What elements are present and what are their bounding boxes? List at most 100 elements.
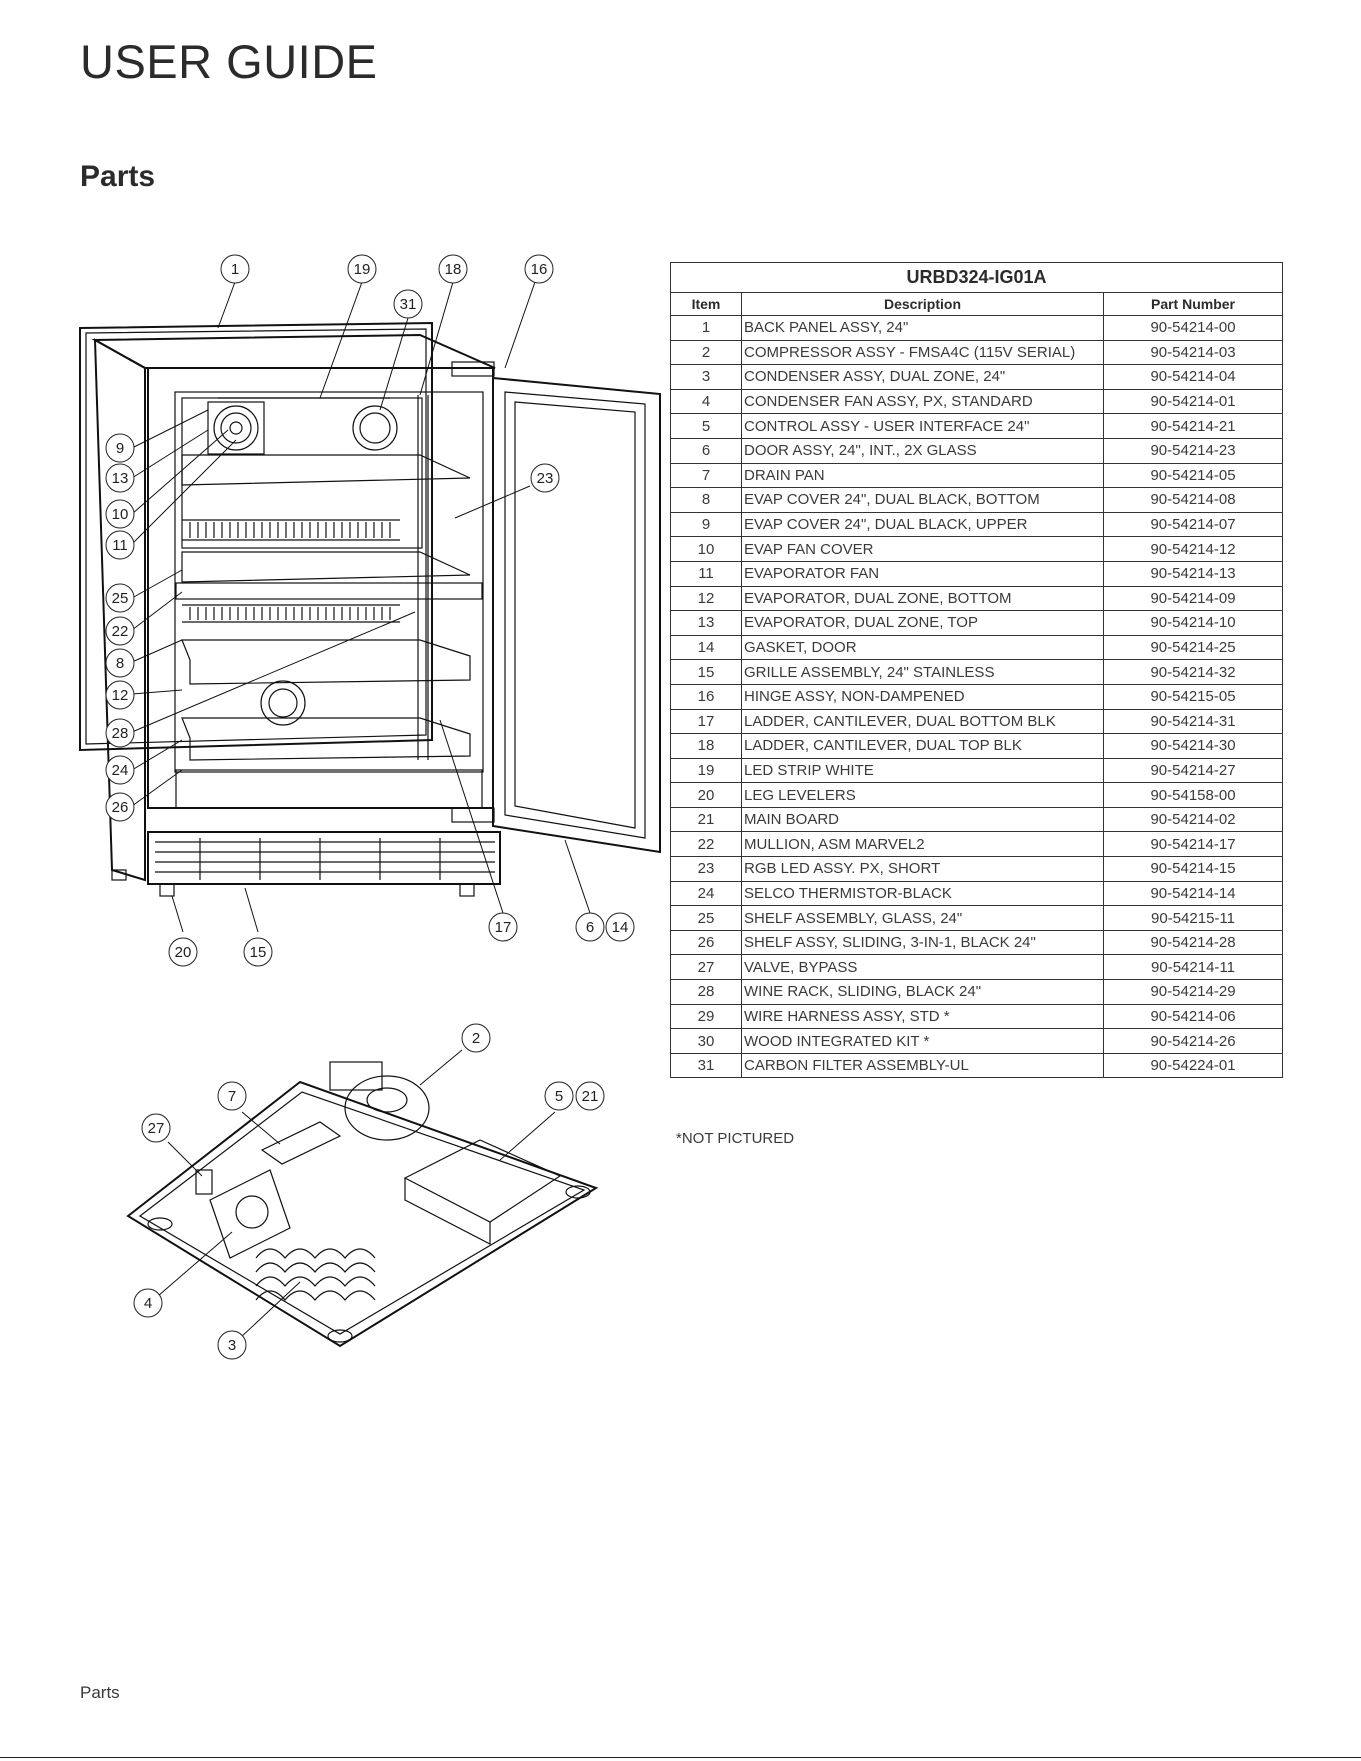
cell-item: 15 xyxy=(670,659,742,685)
cell-item: 29 xyxy=(670,1003,742,1030)
not-pictured-note: *NOT PICTURED xyxy=(676,1130,795,1147)
callout-13: 13 xyxy=(105,463,135,493)
cell-item: 1 xyxy=(670,315,742,341)
cell-description: CARBON FILTER ASSEMBLY-UL xyxy=(741,1052,1104,1079)
parts-table-container: URBD324-IG01A Item Description Part Numb… xyxy=(669,262,1284,1079)
cell-part-number: 90-54214-00 xyxy=(1102,315,1284,341)
condenser-coil-shape xyxy=(255,1248,376,1301)
cell-part-number: 90-54214-21 xyxy=(1102,413,1284,439)
svg-text:25: 25 xyxy=(112,590,129,607)
cell-item: 9 xyxy=(670,511,742,538)
cell-description: CONTROL ASSY - USER INTERFACE 24" xyxy=(741,413,1104,439)
cell-description: COMPRESSOR ASSY - FMSA4C (115V SERIAL) xyxy=(741,339,1104,366)
cell-part-number: 90-54214-26 xyxy=(1102,1028,1284,1054)
cell-item: 6 xyxy=(670,437,742,464)
cell-description: CONDENSER FAN ASSY, PX, STANDARD xyxy=(741,388,1104,415)
callout-14: 14 xyxy=(605,912,635,942)
cell-item: 16 xyxy=(670,683,742,710)
callout-23: 23 xyxy=(530,463,560,493)
cell-description: WINE RACK, SLIDING, BLACK 24" xyxy=(741,979,1104,1005)
svg-text:10: 10 xyxy=(112,506,129,523)
callout-17: 17 xyxy=(488,912,518,942)
callout-27: 27 xyxy=(141,1113,171,1143)
cell-description: MAIN BOARD xyxy=(741,806,1104,833)
callout-25: 25 xyxy=(105,583,135,613)
parts-table: URBD324-IG01A Item Description Part Numb… xyxy=(669,262,1284,1079)
callout-20: 20 xyxy=(168,937,198,967)
cell-description: EVAPORATOR, DUAL ZONE, TOP xyxy=(741,610,1104,636)
cell-item: 13 xyxy=(670,610,742,636)
header-item: Item xyxy=(670,292,742,316)
cell-part-number: 90-54214-30 xyxy=(1102,733,1284,759)
cell-part-number: 90-54214-07 xyxy=(1102,511,1284,538)
svg-text:9: 9 xyxy=(116,440,124,457)
cell-item: 18 xyxy=(670,733,742,759)
cell-description: VALVE, BYPASS xyxy=(741,954,1104,981)
model-number: URBD324-IG01A xyxy=(669,262,1284,293)
drain-pan-shape xyxy=(260,1121,342,1165)
leg-left-shape xyxy=(159,883,175,897)
header-description: Description xyxy=(741,292,1104,316)
upper-leader-lines xyxy=(131,281,591,933)
svg-text:31: 31 xyxy=(400,296,417,313)
callout-2: 2 xyxy=(461,1023,491,1053)
cell-part-number: 90-54214-23 xyxy=(1102,437,1284,464)
cell-part-number: 90-54215-11 xyxy=(1102,905,1284,931)
cell-part-number: 90-54214-11 xyxy=(1102,954,1284,981)
cell-part-number: 90-54214-15 xyxy=(1102,856,1284,882)
svg-text:11: 11 xyxy=(112,537,128,554)
cell-description: HINGE ASSY, NON-DAMPENED xyxy=(741,683,1104,710)
cell-item: 2 xyxy=(670,339,742,366)
svg-text:13: 13 xyxy=(112,470,129,487)
cell-part-number: 90-54214-14 xyxy=(1102,880,1284,907)
svg-text:3: 3 xyxy=(228,1337,236,1354)
svg-text:4: 4 xyxy=(144,1295,152,1312)
cell-description: EVAP COVER 24", DUAL BLACK, UPPER xyxy=(741,511,1104,538)
cell-item: 3 xyxy=(670,364,742,390)
svg-text:2: 2 xyxy=(472,1030,480,1047)
callout-26: 26 xyxy=(105,792,135,822)
cell-description: LED STRIP WHITE xyxy=(741,757,1104,784)
cell-part-number: 90-54214-28 xyxy=(1102,929,1284,956)
svg-text:21: 21 xyxy=(582,1088,599,1105)
cell-part-number: 90-54214-13 xyxy=(1102,560,1284,587)
callout-15: 15 xyxy=(243,937,273,967)
cell-description: DRAIN PAN xyxy=(741,462,1104,489)
svg-text:14: 14 xyxy=(612,919,629,936)
callout-24: 24 xyxy=(105,755,135,785)
compressor-shape xyxy=(344,1075,430,1141)
column-header-row: Item Description Part Number xyxy=(670,292,1284,316)
cell-part-number: 90-54214-01 xyxy=(1102,388,1284,415)
footer-section-label: Parts xyxy=(80,1683,120,1702)
cell-item: 28 xyxy=(670,979,742,1005)
cell-description: GRILLE ASSEMBLY, 24" STAINLESS xyxy=(741,659,1104,685)
cell-item: 23 xyxy=(670,856,742,882)
cell-part-number: 90-54158-00 xyxy=(1102,782,1284,808)
cell-item: 19 xyxy=(670,757,742,784)
callout-6: 6 xyxy=(575,912,605,942)
callout-3: 3 xyxy=(217,1330,247,1360)
cell-part-number: 90-54214-08 xyxy=(1102,487,1284,513)
cell-item: 26 xyxy=(670,929,742,956)
cell-description: SELCO THERMISTOR-BLACK xyxy=(741,880,1104,907)
back-panel-shape xyxy=(79,321,433,752)
cell-part-number: 90-54214-32 xyxy=(1102,659,1284,685)
callout-1: 1 xyxy=(220,254,250,284)
callout-31: 31 xyxy=(393,289,423,319)
